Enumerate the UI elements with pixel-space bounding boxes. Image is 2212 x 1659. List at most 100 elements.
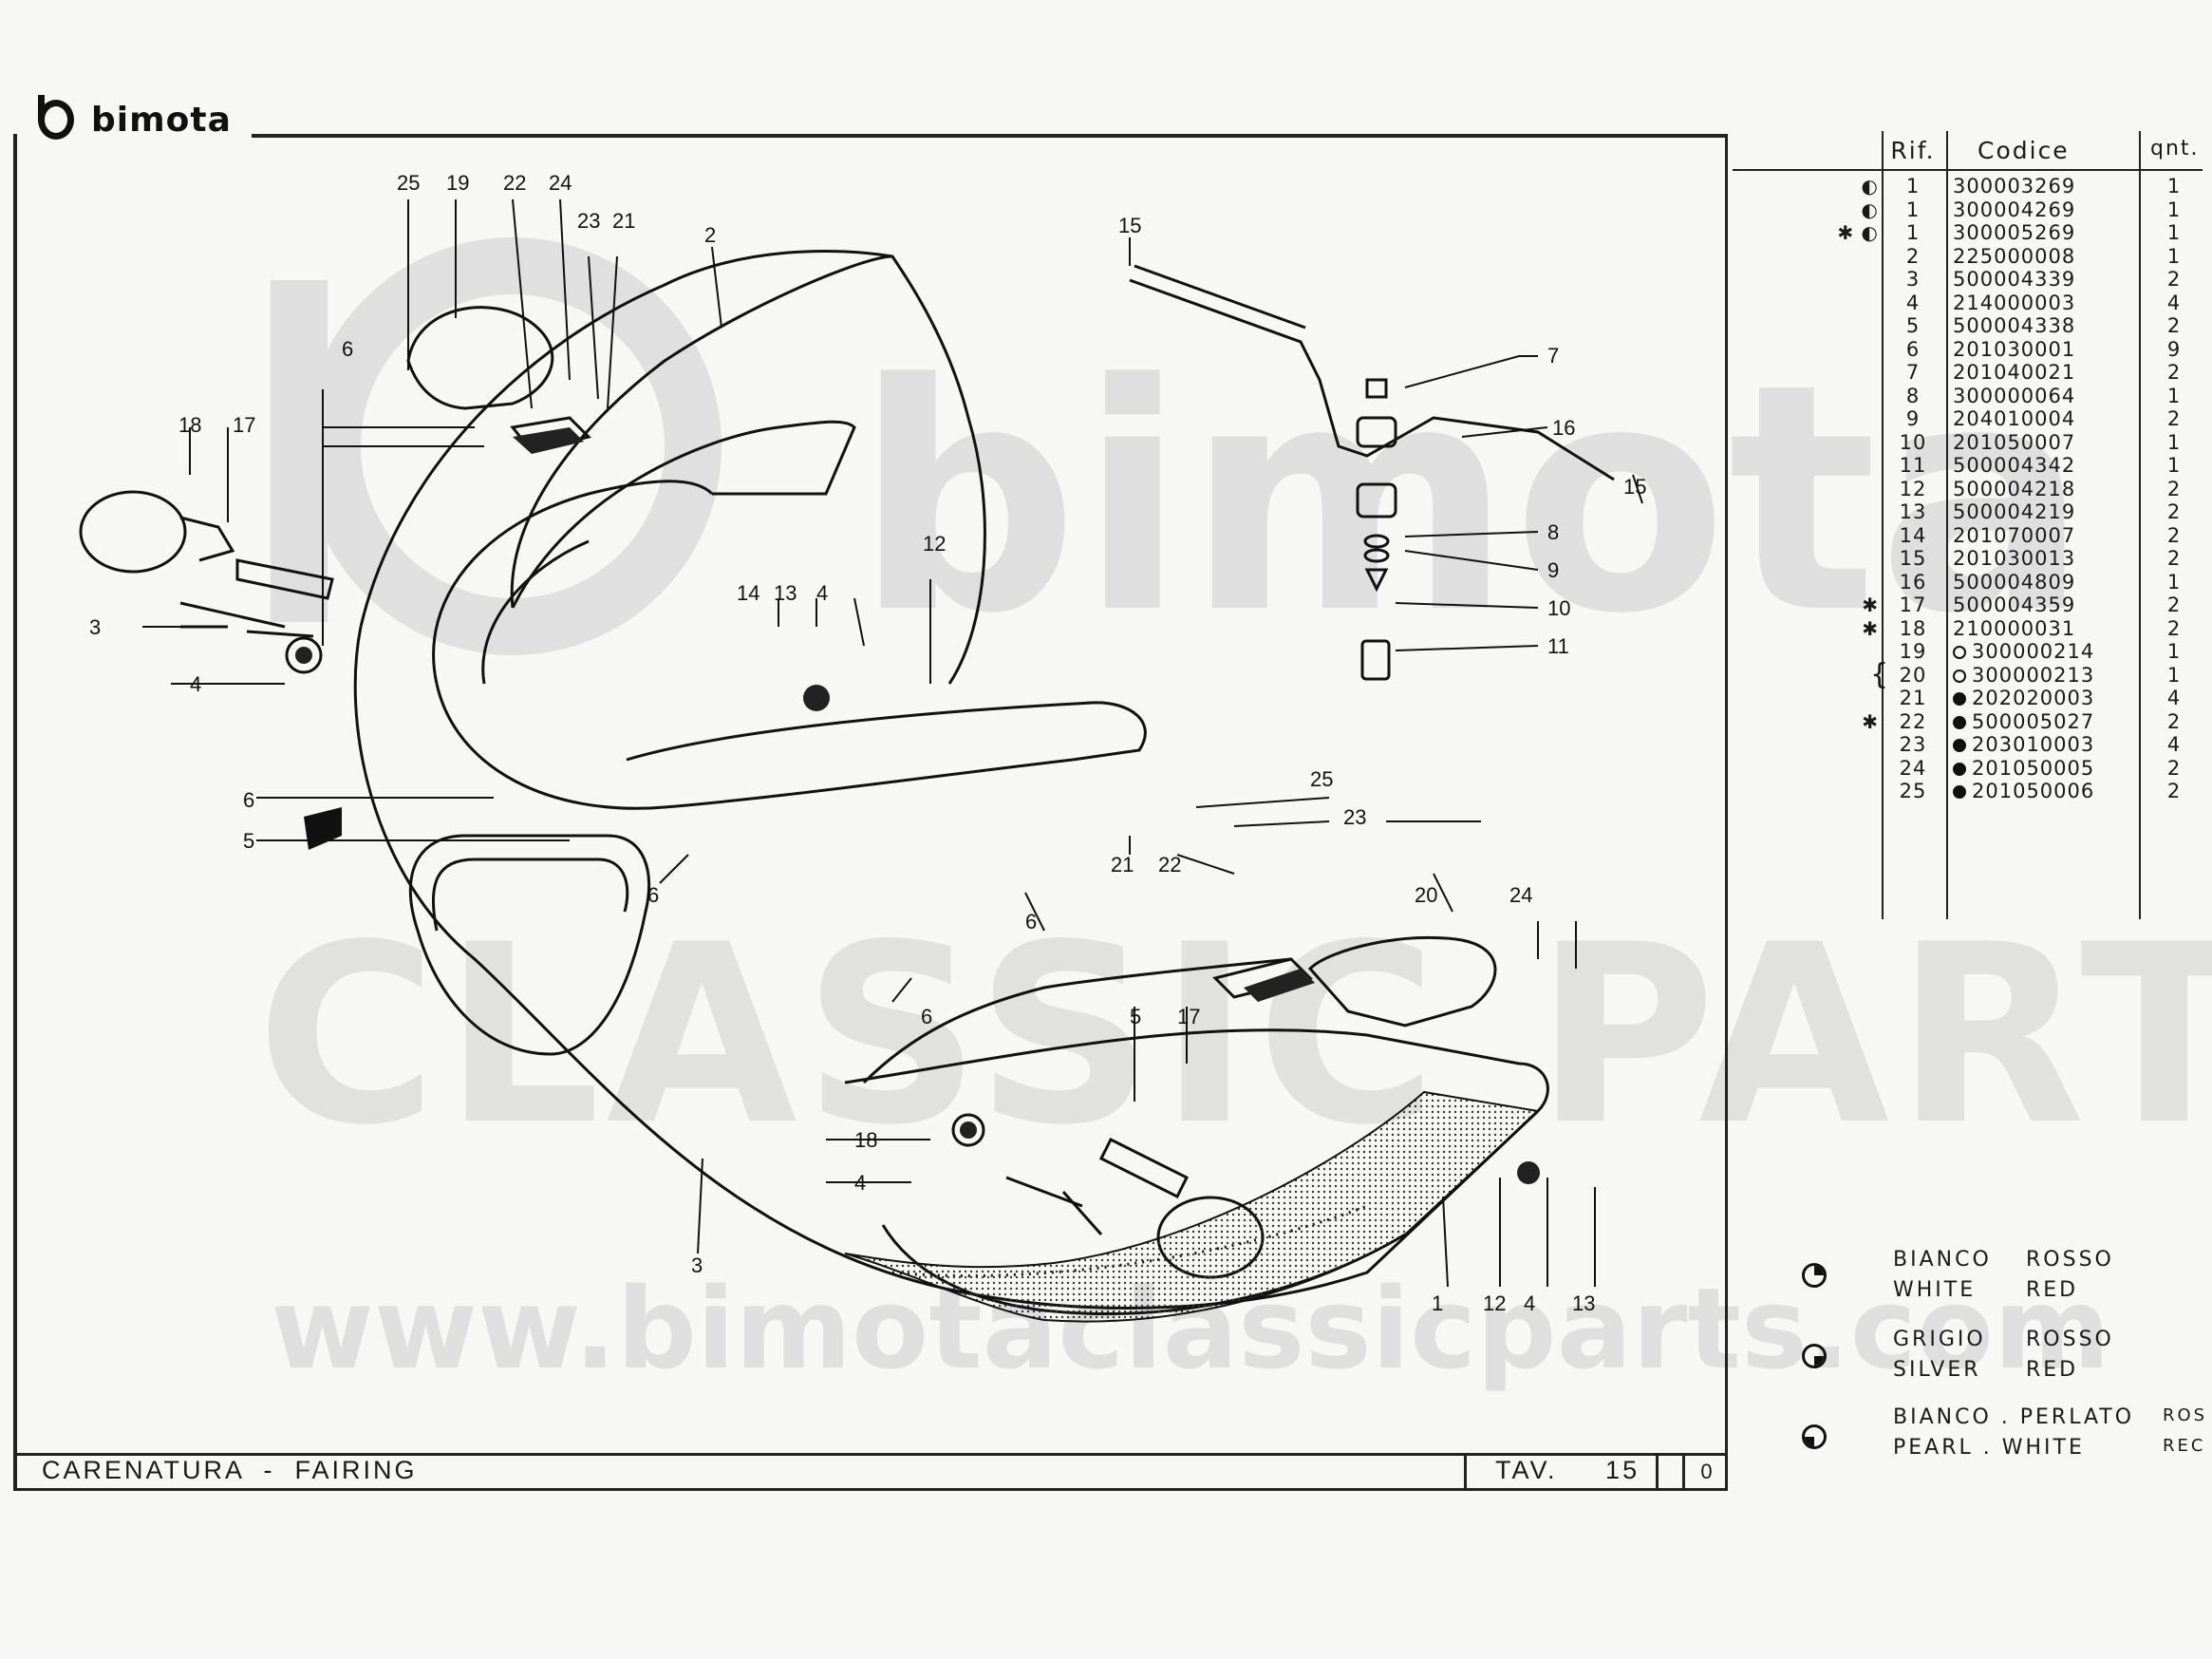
drawing-caption: CARENATURA - FAIRING <box>42 1456 418 1484</box>
row-rif: 1 <box>1905 221 1921 244</box>
callout-10: 10 <box>1547 596 1570 620</box>
row-qty: 1 <box>2166 454 2182 477</box>
callout-14-mid: 14 <box>737 581 759 605</box>
row-qty: 2 <box>2166 709 2182 733</box>
row-code: 203010003 <box>1953 733 2094 756</box>
callout-5-left: 5 <box>243 829 254 853</box>
row-rif: 12 <box>1899 477 1927 500</box>
exploded-parts-drawing: 25 19 22 24 23 21 2 15 7 16 8 9 10 11 15… <box>79 171 1646 1323</box>
row-variant-mark: ✱ <box>1862 709 1879 733</box>
callout-22-top: 22 <box>503 171 526 195</box>
callout-21-top: 21 <box>612 209 635 233</box>
callout-23-top: 23 <box>577 209 600 233</box>
row-rif: 6 <box>1905 337 1921 361</box>
callout-21-right: 21 <box>1111 853 1134 877</box>
row-code: 210000031 <box>1953 617 2075 640</box>
row-rif: 2 <box>1905 244 1921 268</box>
callout-25-top: 25 <box>397 171 420 195</box>
row-code: 500004359 <box>1953 594 2075 616</box>
row-rif: 24 <box>1899 756 1927 780</box>
callout-6-right: 25 <box>1310 767 1333 791</box>
row-qty: 1 <box>2166 663 2182 687</box>
rule-rif-right <box>1946 131 1948 919</box>
row-code-value: 225000008 <box>1953 244 2076 268</box>
legend-1-it-1: BIANCO <box>1893 1248 1992 1272</box>
header-qty: qnt. <box>2150 137 2200 160</box>
callout-3-left: 3 <box>89 615 101 639</box>
row-code: 300004269 <box>1953 198 2075 221</box>
legend-1-en-2: RED <box>2026 1278 2079 1302</box>
drawing-frame <box>13 134 1728 1490</box>
callout-15-right: 15 <box>1623 475 1646 499</box>
callout-4-left: 4 <box>190 672 201 696</box>
row-qty: 2 <box>2166 314 2182 337</box>
row-rif: 14 <box>1899 523 1927 547</box>
row-code-value: 300000214 <box>1972 640 2095 663</box>
row-qty: 2 <box>2166 500 2182 523</box>
row-variant-mark: ✱ ◐ <box>1837 221 1879 244</box>
row-code-value: 500005027 <box>1972 709 2095 733</box>
row-variant-mark: ◐ <box>1861 198 1879 221</box>
row-qty: 2 <box>2166 756 2182 780</box>
header-rule <box>1733 169 2203 171</box>
row-code-value: 201050007 <box>1953 430 2076 454</box>
callout-15-top: 15 <box>1118 214 1141 237</box>
callout-6-leftmid: 6 <box>243 788 254 812</box>
row-rif: 10 <box>1899 430 1927 454</box>
row-code-value: 201030001 <box>1953 337 2076 361</box>
logo-text: bimota <box>91 100 232 140</box>
callout-4-lower: 18 <box>854 1128 877 1152</box>
callout-11: 11 <box>1547 634 1569 658</box>
row-code: 201040021 <box>1953 361 2075 384</box>
color-legend: BIANCO ROSSO WHITE RED GRIGIO ROSSO SILV… <box>1794 1248 2212 1491</box>
callout-16: 16 <box>1552 416 1575 440</box>
legend-1-en-1: WHITE <box>1893 1278 1977 1302</box>
row-qty: 2 <box>2166 616 2182 640</box>
legend-3-en-2: REC <box>2163 1436 2206 1456</box>
row-variant-mark: ✱ <box>1862 616 1879 640</box>
callout-22-right: 22 <box>1158 853 1181 877</box>
legend-3-it-2: ROS <box>2163 1405 2208 1425</box>
row-rif: 19 <box>1899 640 1927 663</box>
row-code: 500004339 <box>1953 268 2075 291</box>
row-code: 300000214 <box>1953 640 2094 663</box>
row-code-value: 300000213 <box>1972 663 2095 687</box>
row-rif: 1 <box>1905 198 1921 221</box>
row-rif: 7 <box>1905 361 1921 384</box>
row-qty: 2 <box>2166 594 2182 616</box>
row-code-value: 204010004 <box>1953 407 2076 430</box>
row-rif: 13 <box>1899 500 1927 523</box>
row-qty: 1 <box>2166 244 2182 268</box>
row-code-value: 300000064 <box>1953 384 2076 407</box>
row-rif: 17 <box>1899 594 1927 616</box>
filled-dot-icon <box>1953 715 1966 729</box>
title-block <box>13 1453 1728 1491</box>
callout-6-center: 6 <box>1025 910 1037 933</box>
row-variant-mark: ◐ <box>1861 175 1879 198</box>
callout-4-mid: 4 <box>816 581 828 605</box>
row-code: 214000003 <box>1953 292 2075 314</box>
row-rif: 1 <box>1905 175 1921 198</box>
row-code-value: 500004342 <box>1953 454 2076 477</box>
legend-2-en-1: SILVER <box>1893 1358 1981 1382</box>
callout-13-right: 4 <box>1524 1291 1535 1315</box>
callout-3-lower: 4 <box>854 1171 866 1195</box>
row-code-value: 300004269 <box>1953 198 2076 221</box>
callout-5-center: 6 <box>921 1005 932 1028</box>
legend-2-en-2: RED <box>2026 1358 2079 1382</box>
row-code-value: 201040021 <box>1953 361 2076 384</box>
row-rif: 25 <box>1899 780 1927 802</box>
row-rif: 8 <box>1905 384 1921 407</box>
row-qty: 1 <box>2166 570 2182 594</box>
callout-7: 7 <box>1547 344 1559 368</box>
